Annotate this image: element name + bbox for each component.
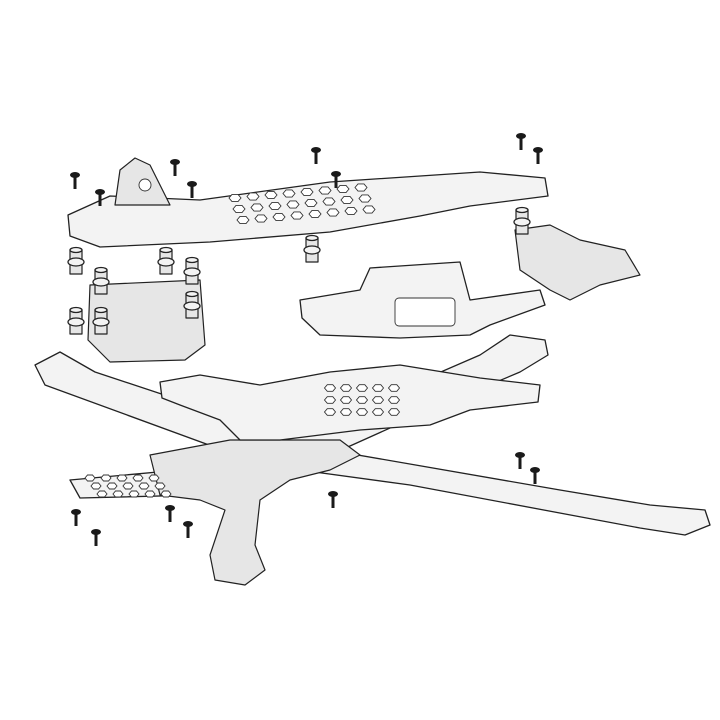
hex-hole <box>371 384 385 392</box>
hex-hole <box>323 384 337 392</box>
standoff <box>67 306 85 335</box>
hex-hole <box>355 384 369 392</box>
hex-hole <box>122 482 134 490</box>
standoff <box>157 246 175 275</box>
standoff <box>92 306 110 335</box>
hex-hole <box>272 212 286 222</box>
hex-hole <box>144 490 156 498</box>
screw <box>187 181 197 198</box>
center-bottom-plate <box>149 439 361 586</box>
hex-hole <box>340 195 354 205</box>
hex-hole <box>228 193 242 203</box>
hex-hole <box>355 396 369 404</box>
screw <box>95 189 105 206</box>
standoff <box>513 206 531 235</box>
hex-hole <box>387 384 401 392</box>
hex-hole <box>358 194 372 203</box>
hex-hole <box>250 203 264 212</box>
hex-hole <box>160 490 172 498</box>
screw <box>183 521 193 538</box>
hex-hole <box>112 490 124 498</box>
hex-hole <box>138 482 150 490</box>
rear-right-arm <box>299 444 711 536</box>
hex-hole <box>326 208 340 217</box>
standoff <box>183 256 201 285</box>
hex-hole <box>96 490 108 498</box>
hex-hole <box>323 396 337 404</box>
standoff <box>67 246 85 275</box>
hex-hole <box>84 474 96 482</box>
standoff <box>303 234 321 263</box>
side-camera-mount <box>514 224 641 301</box>
screw <box>311 147 321 164</box>
hex-hole <box>90 482 102 490</box>
front-spacer-bracket <box>87 279 206 363</box>
hex-hole <box>387 408 401 416</box>
lightening-holes <box>84 183 401 498</box>
screw <box>331 171 341 188</box>
hex-hole <box>336 184 350 194</box>
hex-hole <box>128 490 140 498</box>
screw <box>91 529 101 546</box>
hex-hole <box>264 190 278 200</box>
hex-hole <box>387 396 401 404</box>
hex-hole <box>304 198 318 208</box>
screw <box>515 452 525 469</box>
screws <box>70 133 543 546</box>
standoffs <box>67 206 531 335</box>
screw <box>165 505 175 522</box>
screw <box>70 172 80 189</box>
standoff <box>92 266 110 295</box>
bottom-frame <box>34 334 711 586</box>
screw <box>533 147 543 164</box>
hex-hole <box>282 189 296 198</box>
hex-hole <box>246 192 260 201</box>
hex-hole <box>286 200 300 209</box>
hex-hole <box>154 482 166 490</box>
top-plate-assembly <box>67 157 549 248</box>
hex-hole <box>290 211 304 220</box>
hex-hole <box>236 215 250 225</box>
hex-hole <box>354 183 368 192</box>
screw <box>530 467 540 484</box>
hex-hole <box>318 186 332 195</box>
hex-hole <box>339 396 353 404</box>
strap-slot <box>394 297 456 327</box>
hex-hole <box>339 408 353 416</box>
hex-hole <box>148 474 160 482</box>
hex-hole <box>371 396 385 404</box>
hex-hole <box>100 474 112 482</box>
hex-hole <box>371 408 385 416</box>
hex-hole <box>362 205 376 214</box>
hex-hole <box>254 214 268 223</box>
hex-hole <box>308 209 322 219</box>
screw <box>516 133 526 150</box>
camera-mount-bolt <box>138 178 152 192</box>
hex-hole <box>268 201 282 211</box>
top-plate <box>67 171 549 248</box>
hex-hole <box>106 482 118 490</box>
screw <box>170 159 180 176</box>
hex-hole <box>344 206 358 216</box>
hex-hole <box>132 474 144 482</box>
hex-hole <box>355 408 369 416</box>
hex-hole <box>116 474 128 482</box>
screw <box>328 491 338 508</box>
hex-hole <box>323 408 337 416</box>
screw <box>71 509 81 526</box>
hex-hole <box>300 187 314 197</box>
standoff <box>183 290 201 319</box>
hex-hole <box>232 204 246 214</box>
hex-hole <box>339 384 353 392</box>
hex-hole <box>322 197 336 206</box>
